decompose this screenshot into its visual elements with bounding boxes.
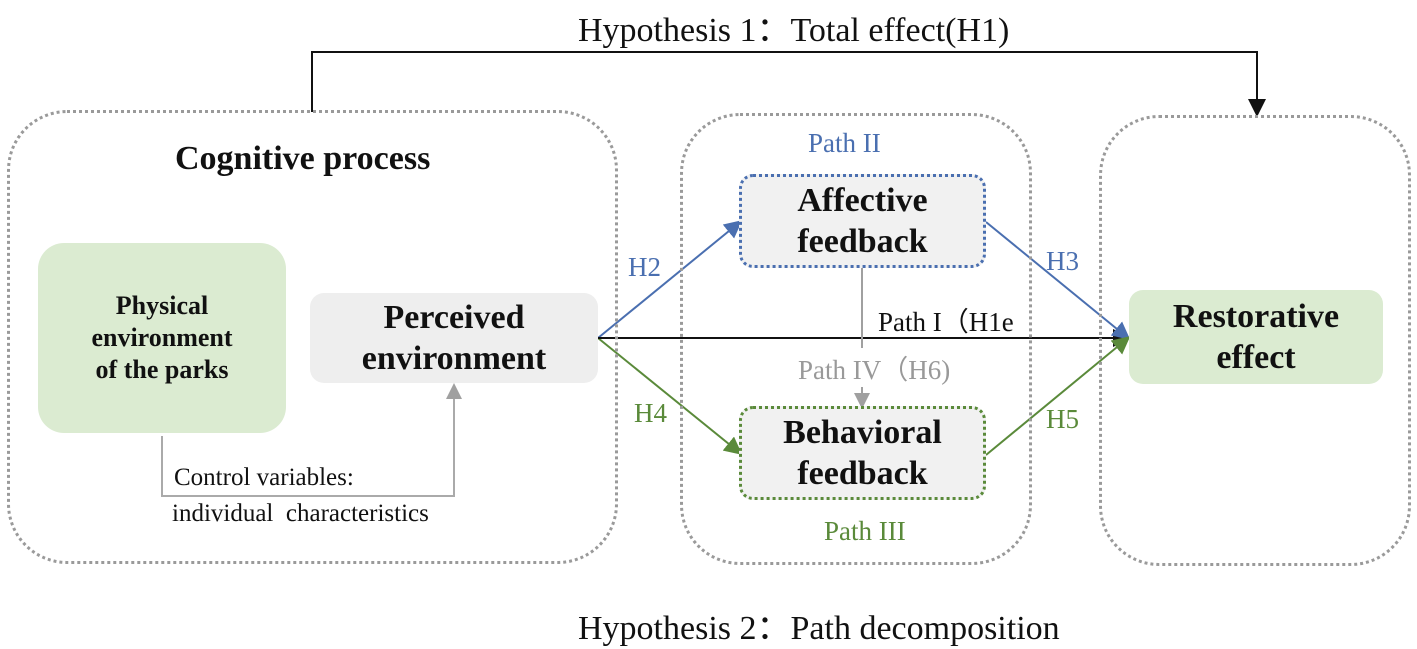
h2-label: H2 — [628, 252, 661, 282]
path3-label: Path III — [824, 516, 906, 546]
h4-arrow — [597, 337, 743, 455]
feedback-region — [680, 113, 1032, 565]
affective-feedback-node: Affective feedback — [739, 174, 986, 268]
restorative-effect-node: Restorative effect — [1129, 290, 1383, 384]
behavioral-feedback-node: Behavioral feedback — [739, 406, 986, 500]
perceived-line1: Perceived — [383, 298, 525, 336]
restorative-line1: Restorative — [1172, 297, 1340, 335]
perceived-environment-node: Perceived environment — [310, 293, 598, 383]
total-effect-arrow — [311, 51, 1266, 117]
h4-label: H4 — [634, 398, 667, 428]
behavioral-line2: feedback — [797, 455, 928, 492]
behavioral-line1: Behavioral — [783, 413, 942, 451]
restorative-region — [1099, 115, 1411, 566]
h2-arrow — [597, 220, 743, 339]
perceived-line2: environment — [361, 340, 547, 377]
path4-label: Path IV（H6) — [798, 348, 951, 387]
path1-label: Path I（H1e — [878, 307, 1014, 337]
affective-line1: Affective — [797, 181, 928, 219]
cognitive-process-title: Cognitive process — [175, 140, 431, 177]
cognitive-process-region — [7, 110, 618, 564]
individual-characteristics-label: individual characteristics — [172, 500, 429, 527]
h5-label: H5 — [1046, 404, 1079, 434]
physical-line3: of the parks — [95, 354, 229, 384]
control-variables-label: Control variables: — [172, 464, 356, 492]
restorative-line2: effect — [1216, 339, 1296, 376]
hypothesis-2-title: Hypothesis 2：Path decomposition — [578, 610, 1060, 647]
h5-arrow — [985, 336, 1131, 456]
affective-line2: feedback — [797, 223, 928, 260]
hypothesis-1-title: Hypothesis 1：Total effect(H1) — [578, 12, 1010, 49]
h3-label: H3 — [1046, 246, 1079, 276]
path2-label: Path II — [808, 128, 881, 158]
physical-environment-node: Physical environment of the parks — [38, 243, 286, 433]
control-variables-arrow — [161, 383, 462, 497]
physical-line2: environment — [91, 323, 233, 353]
physical-line1: Physical — [115, 291, 209, 321]
h3-arrow — [985, 221, 1131, 340]
